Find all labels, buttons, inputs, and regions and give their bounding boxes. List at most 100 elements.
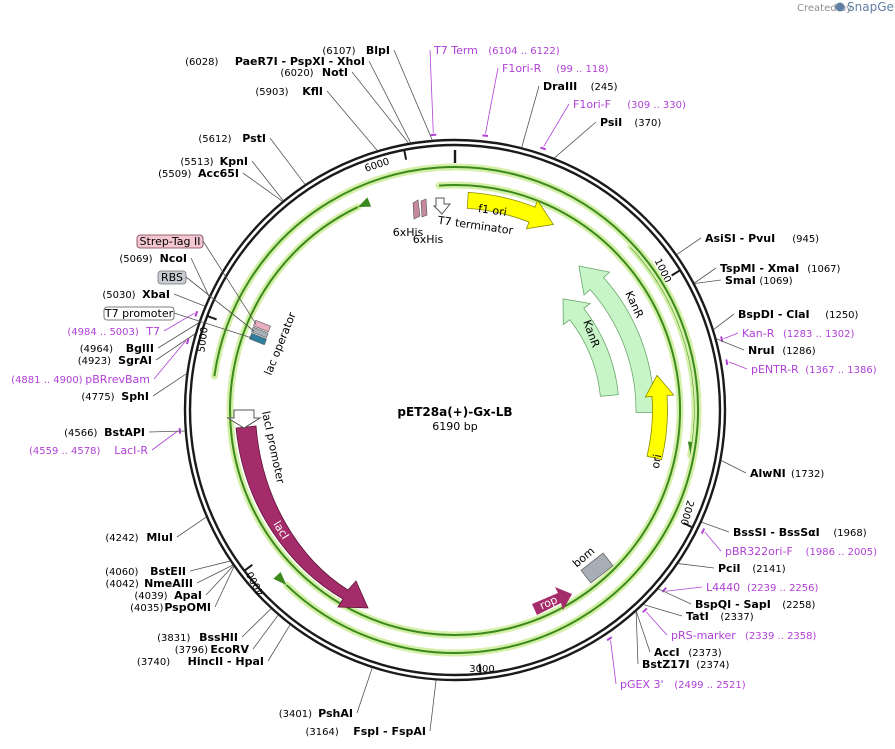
site-bstapi[interactable]: BstAPI(4566) <box>64 426 185 439</box>
site-blpi[interactable]: BlpI(6107) <box>322 44 433 141</box>
site-leader-asisi-pvui <box>676 237 702 255</box>
primer-name-t7-term: T7 Term <box>433 44 478 57</box>
primer-name-pgex-3: pGEX 3' <box>620 678 664 691</box>
site-bstz17i[interactable]: BstZ17I(2374) <box>635 611 730 671</box>
site-draiii[interactable]: DraIII(245) <box>521 80 618 148</box>
site-bspdi-clai[interactable]: BspDI - ClaI(1250) <box>713 308 859 330</box>
site-pos-mlui: (4242) <box>105 533 138 544</box>
site-name-nmeaiii: NmeAIII <box>144 577 193 590</box>
green-arrow-laci-line <box>213 166 699 654</box>
boxed-frame-strep-tag-ii <box>136 234 204 249</box>
primer-prs-marker[interactable]: pRS-marker(2339 .. 2358) <box>642 607 817 642</box>
site-bsteii[interactable]: BstEII(4060) <box>105 560 231 578</box>
site-acci[interactable]: AccI(2373) <box>635 611 722 659</box>
site-pos-paer7i-pspxi-xhoi: (6028) <box>185 57 218 68</box>
boxed-feature-rbs[interactable]: RBS <box>157 270 255 332</box>
primer-laci-r[interactable]: LacI-R(4559 .. 4578) <box>29 427 182 457</box>
site-leader-pspomi <box>214 566 235 608</box>
site-hincii-hpai[interactable]: HincII - HpaI(3740) <box>137 624 291 668</box>
site-bsssi-bsss-i[interactable]: BssSI - BssSαI(1968) <box>701 521 867 539</box>
site-apai[interactable]: ApaI(4039) <box>134 565 234 602</box>
site-pos-nmeaiii: (4042) <box>106 579 139 590</box>
site-name-bsssi-bsss-i: BssSI - BssSαI <box>733 526 820 539</box>
site-psii[interactable]: PsiI(370) <box>554 116 661 159</box>
site-alwni[interactable]: AlwNI(1732) <box>721 460 824 480</box>
site-leader-bstz17i <box>635 611 639 665</box>
primer-leader-kan-r <box>723 332 739 340</box>
site-pos-alwni: (1732) <box>791 469 824 480</box>
primer-f1ori-r[interactable]: F1ori-R(99 .. 118) <box>482 62 609 137</box>
site-name-asisi-pvui: AsiSI - PvuI <box>705 232 775 245</box>
site-name-pspomi: PspOMI <box>164 601 211 614</box>
site-pos-bspqi-sapi: (2258) <box>782 600 815 611</box>
primer-leader-laci-r <box>151 430 179 451</box>
primer-t7-term[interactable]: T7 Term (6104 .. 6122) <box>429 44 560 137</box>
primer-mark-f1ori-r <box>482 134 489 137</box>
site-leader-kfli <box>326 90 378 151</box>
primer-kan-r[interactable]: Kan-R(1283 .. 1302) <box>720 327 855 343</box>
site-smai[interactable]: SmaI(1069) <box>694 274 793 287</box>
site-name-pcii: PciI <box>718 562 740 575</box>
primer-l4440[interactable]: L4440(2239 .. 2256) <box>661 581 819 594</box>
site-sphi[interactable]: SphI(4775) <box>81 373 187 403</box>
primer-t7[interactable]: T7(4984 .. 5003) <box>67 310 199 338</box>
site-tati[interactable]: TatI(2337) <box>643 604 754 623</box>
site-paer7i-pspxi-xhoi[interactable]: PaeR7I - PspXI - XhoI (6028) <box>185 55 411 143</box>
site-pos-hincii-hpai: (3740) <box>137 657 170 668</box>
site-tspmi-xmai[interactable]: TspMI - XmaI(1067) <box>694 262 841 284</box>
t7-terminator-arrow <box>432 197 452 215</box>
backbone-outer-strand <box>183 138 727 682</box>
site-asisi-pvui[interactable]: AsiSI - PvuI(945) <box>676 232 819 255</box>
site-name-bglii: BglII <box>126 342 154 355</box>
primer-range-t7-term: (6104 .. 6122) <box>488 46 560 57</box>
site-pspomi[interactable]: PspOMI(4035) <box>130 566 235 614</box>
primer-mark-pentr-r <box>725 359 729 366</box>
sites-layer: BlpI(6107)PaeR7I - PspXI - XhoI (6028) Not… <box>64 44 867 738</box>
site-nrui[interactable]: NruI(1286) <box>716 338 816 357</box>
site-bsshii[interactable]: BssHII(3831) <box>157 608 272 644</box>
site-name-fspi-fspai: FspI - FspAI <box>353 725 426 738</box>
site-fspi-fspai[interactable]: FspI - FspAI(3164) <box>306 680 437 738</box>
site-pos-tspmi-xmai: (1067) <box>807 264 840 275</box>
site-sgrai[interactable]: SgrAI(4923) <box>78 333 196 367</box>
site-pcii[interactable]: PciI(2141) <box>678 562 786 575</box>
boxed-label-strep-tag-ii: Strep-Tag II <box>140 235 201 248</box>
primer-range-pentr-r: (1367 .. 1386) <box>805 365 877 376</box>
primer-leader-pbrrevbam <box>153 340 187 380</box>
primer-range-pgex-3: (2499 .. 2521) <box>674 680 746 691</box>
tick-label-3000: 3000 <box>469 664 494 675</box>
site-bspqi-sapi[interactable]: BspQI - SapI(2258) <box>658 588 816 611</box>
site-ecorv[interactable]: EcoRV(3796) <box>175 615 279 656</box>
site-pos-sgrai: (4923) <box>78 356 111 367</box>
site-psti[interactable]: PstI(5612) <box>198 132 306 185</box>
tick-mark-2000 <box>683 522 693 528</box>
site-pos-apai: (4039) <box>134 591 167 602</box>
site-noti[interactable]: NotI(6020) <box>280 66 409 144</box>
boxed-frame-t7-promoter <box>103 306 175 321</box>
site-mlui[interactable]: MluI(4242) <box>105 516 207 544</box>
site-name-paer7i-pspxi-xhoi: PaeR7I - PspXI - XhoI <box>235 55 365 68</box>
site-acc65i[interactable]: Acc65I(5509) <box>158 167 283 202</box>
site-pshai[interactable]: PshAI(3401) <box>279 667 373 720</box>
site-pos-psti: (5612) <box>198 134 231 145</box>
boxed-feature-strep-tag-ii[interactable]: Strep-Tag II <box>136 234 257 325</box>
primer-mark-pbr322ori-f <box>700 528 706 535</box>
primer-pgex-3[interactable]: pGEX 3' (2499 .. 2521) <box>606 636 746 691</box>
site-bglii[interactable]: BglII(4964) <box>80 322 199 355</box>
primer-pentr-r[interactable]: pENTR-R(1367 .. 1386) <box>725 359 877 376</box>
site-kfli[interactable]: KflI(5903) <box>255 85 378 151</box>
primer-pbrrevbam[interactable]: pBRrevBam(4881 .. 4900) <box>11 338 190 386</box>
site-pos-noti: (6020) <box>280 68 313 79</box>
site-kpni[interactable]: KpnI(5513) <box>180 155 284 201</box>
site-xbai[interactable]: XbaI(5030) <box>102 288 205 307</box>
primer-mark-f1ori-f <box>540 146 547 151</box>
primer-pbr322ori-f[interactable]: pBR322ori-F(1986 .. 2005) <box>700 528 877 558</box>
laci-promoter-arrow <box>226 409 262 429</box>
primer-leader-pgex-3 <box>610 640 617 685</box>
site-ncoi[interactable]: NcoI(5069) <box>119 252 210 297</box>
site-nmeaiii[interactable]: NmeAIII (4042) <box>106 564 233 590</box>
site-pos-bstapi: (4566) <box>64 428 97 439</box>
boxed-feature-t7-promoter[interactable]: T7 promoter <box>103 306 253 339</box>
primer-name-l4440: L4440 <box>706 581 740 594</box>
primer-f1ori-f[interactable]: F1ori-F(309 .. 330) <box>540 98 686 151</box>
